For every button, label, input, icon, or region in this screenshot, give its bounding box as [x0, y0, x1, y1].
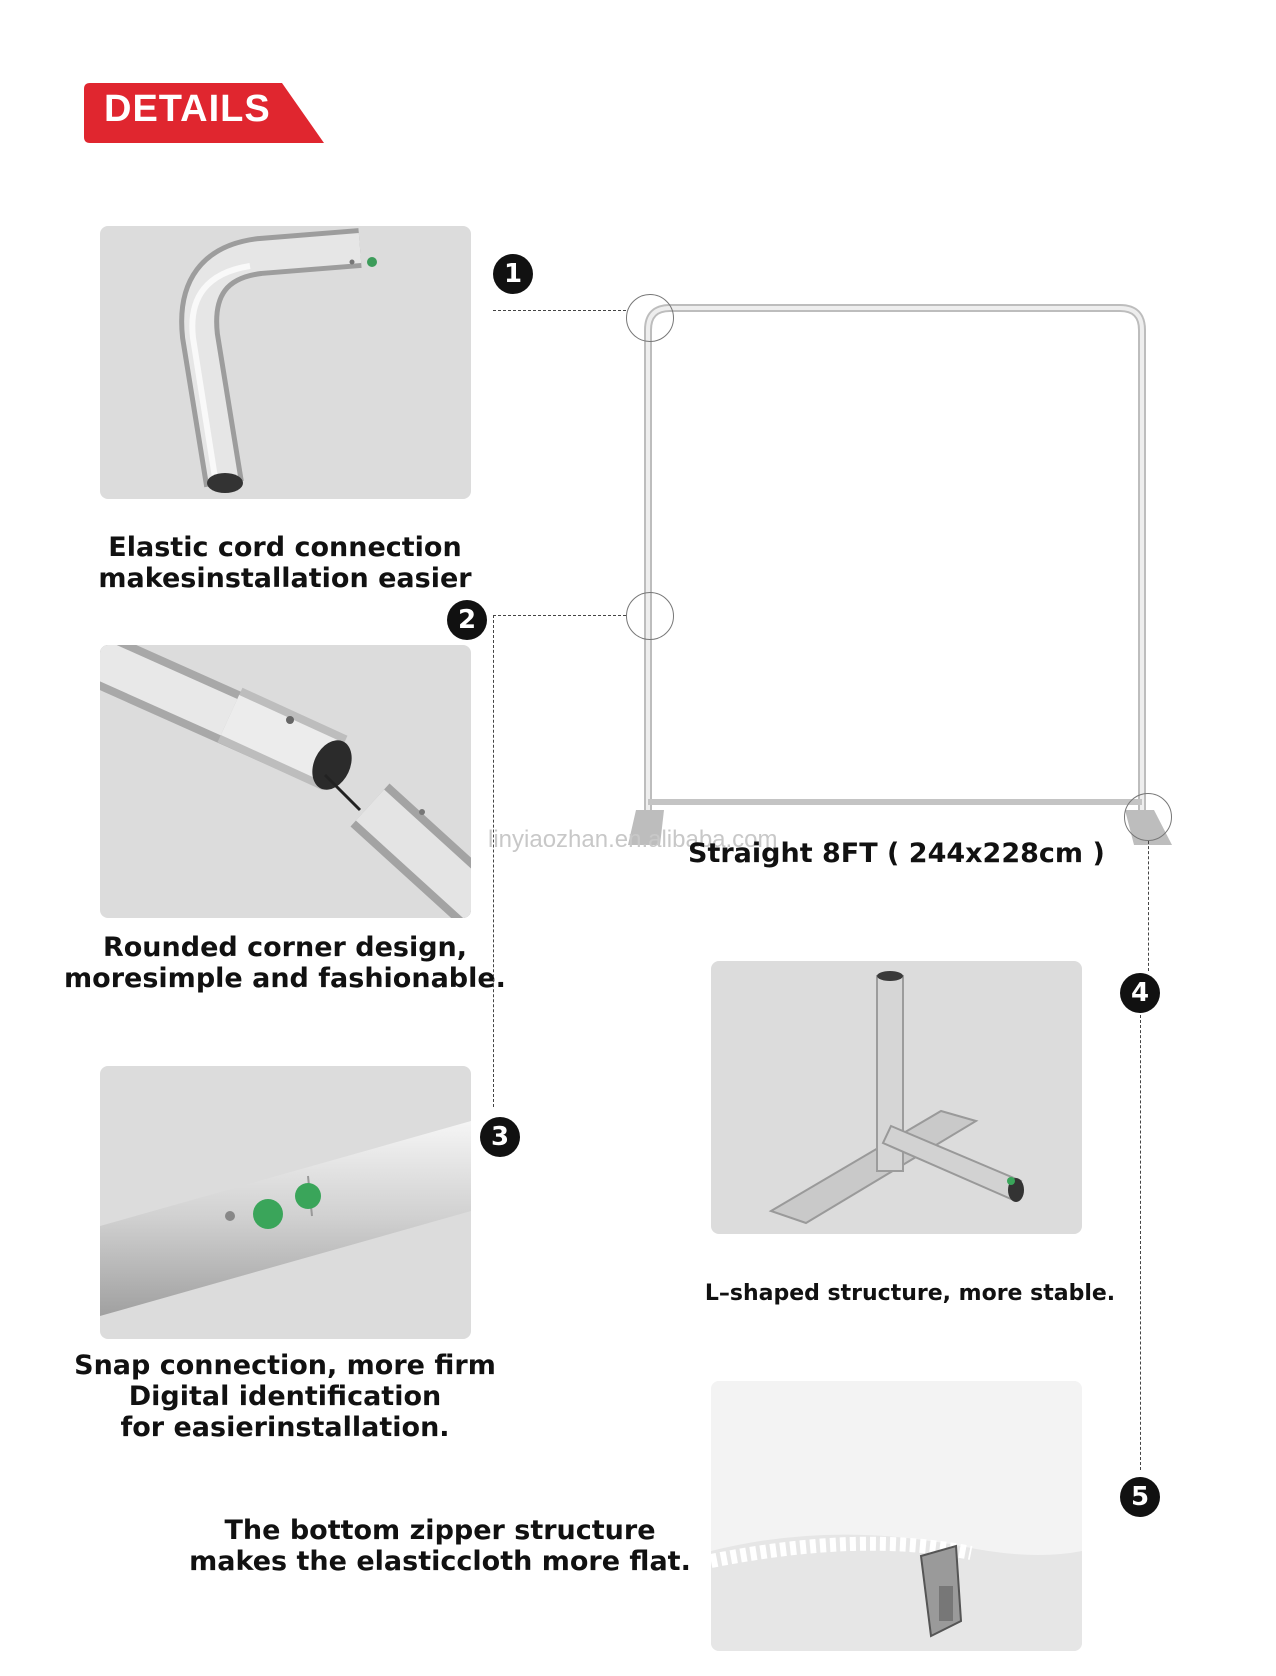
snap-button-icon	[100, 1121, 471, 1316]
caption-line: The bottom zipper structure	[224, 1515, 656, 1546]
zipper-photo	[711, 1381, 1082, 1651]
caption-line: Elastic cord connection	[108, 532, 462, 563]
frame-diagram	[628, 304, 1172, 845]
badge-1: 1	[493, 254, 533, 294]
caption-line: Rounded corner design,	[102, 932, 468, 963]
pole-joint-photo	[100, 645, 471, 918]
l-foot-photo	[711, 961, 1082, 1234]
caption-line: moresimple and fashionable.	[64, 963, 506, 994]
caption-line: for easierinstallation.	[120, 1412, 450, 1443]
callout-circle-3	[1124, 793, 1172, 841]
zipper-icon	[711, 1381, 1082, 1651]
details-banner	[84, 83, 324, 143]
connector-4	[1148, 841, 1149, 971]
curved-pole-photo	[100, 226, 471, 499]
feature-2-caption: Rounded corner design, moresimple and fa…	[60, 932, 510, 994]
pole-joint-icon	[100, 645, 471, 918]
page-title: DETAILS	[104, 88, 271, 130]
caption-line: Snap connection, more firm	[74, 1350, 496, 1381]
caption-line: makes the elasticcloth more flat.	[189, 1546, 691, 1577]
feature-3-caption: Snap connection, more firm Digital ident…	[70, 1350, 500, 1443]
connector-3	[493, 615, 494, 1107]
snap-connection-photo	[100, 1066, 471, 1339]
callout-circle-2	[626, 592, 674, 640]
caption-line: makesinstallation easier	[98, 563, 472, 594]
caption-line: Digital identification	[128, 1381, 442, 1412]
feature-4-caption: L–shaped structure, more stable.	[704, 1281, 1116, 1306]
badge-2: 2	[447, 600, 487, 640]
badge-5: 5	[1120, 1477, 1160, 1517]
watermark: linyiaozhan.en.alibaba.com	[488, 826, 778, 853]
badge-3: 3	[480, 1117, 520, 1157]
curved-pole-icon	[179, 228, 377, 493]
callout-circle-1	[626, 294, 674, 342]
frame-title: Straight 8FT ( 244x228cm )	[688, 838, 1105, 869]
connector-2	[493, 615, 626, 616]
badge-4: 4	[1120, 973, 1160, 1013]
connector-1	[493, 310, 626, 311]
feature-5-caption: The bottom zipper structure makes the el…	[180, 1515, 700, 1577]
feature-1-caption: Elastic cord connection makesinstallatio…	[90, 532, 480, 594]
l-foot-icon	[768, 971, 1024, 1225]
connector-5	[1140, 1015, 1141, 1470]
